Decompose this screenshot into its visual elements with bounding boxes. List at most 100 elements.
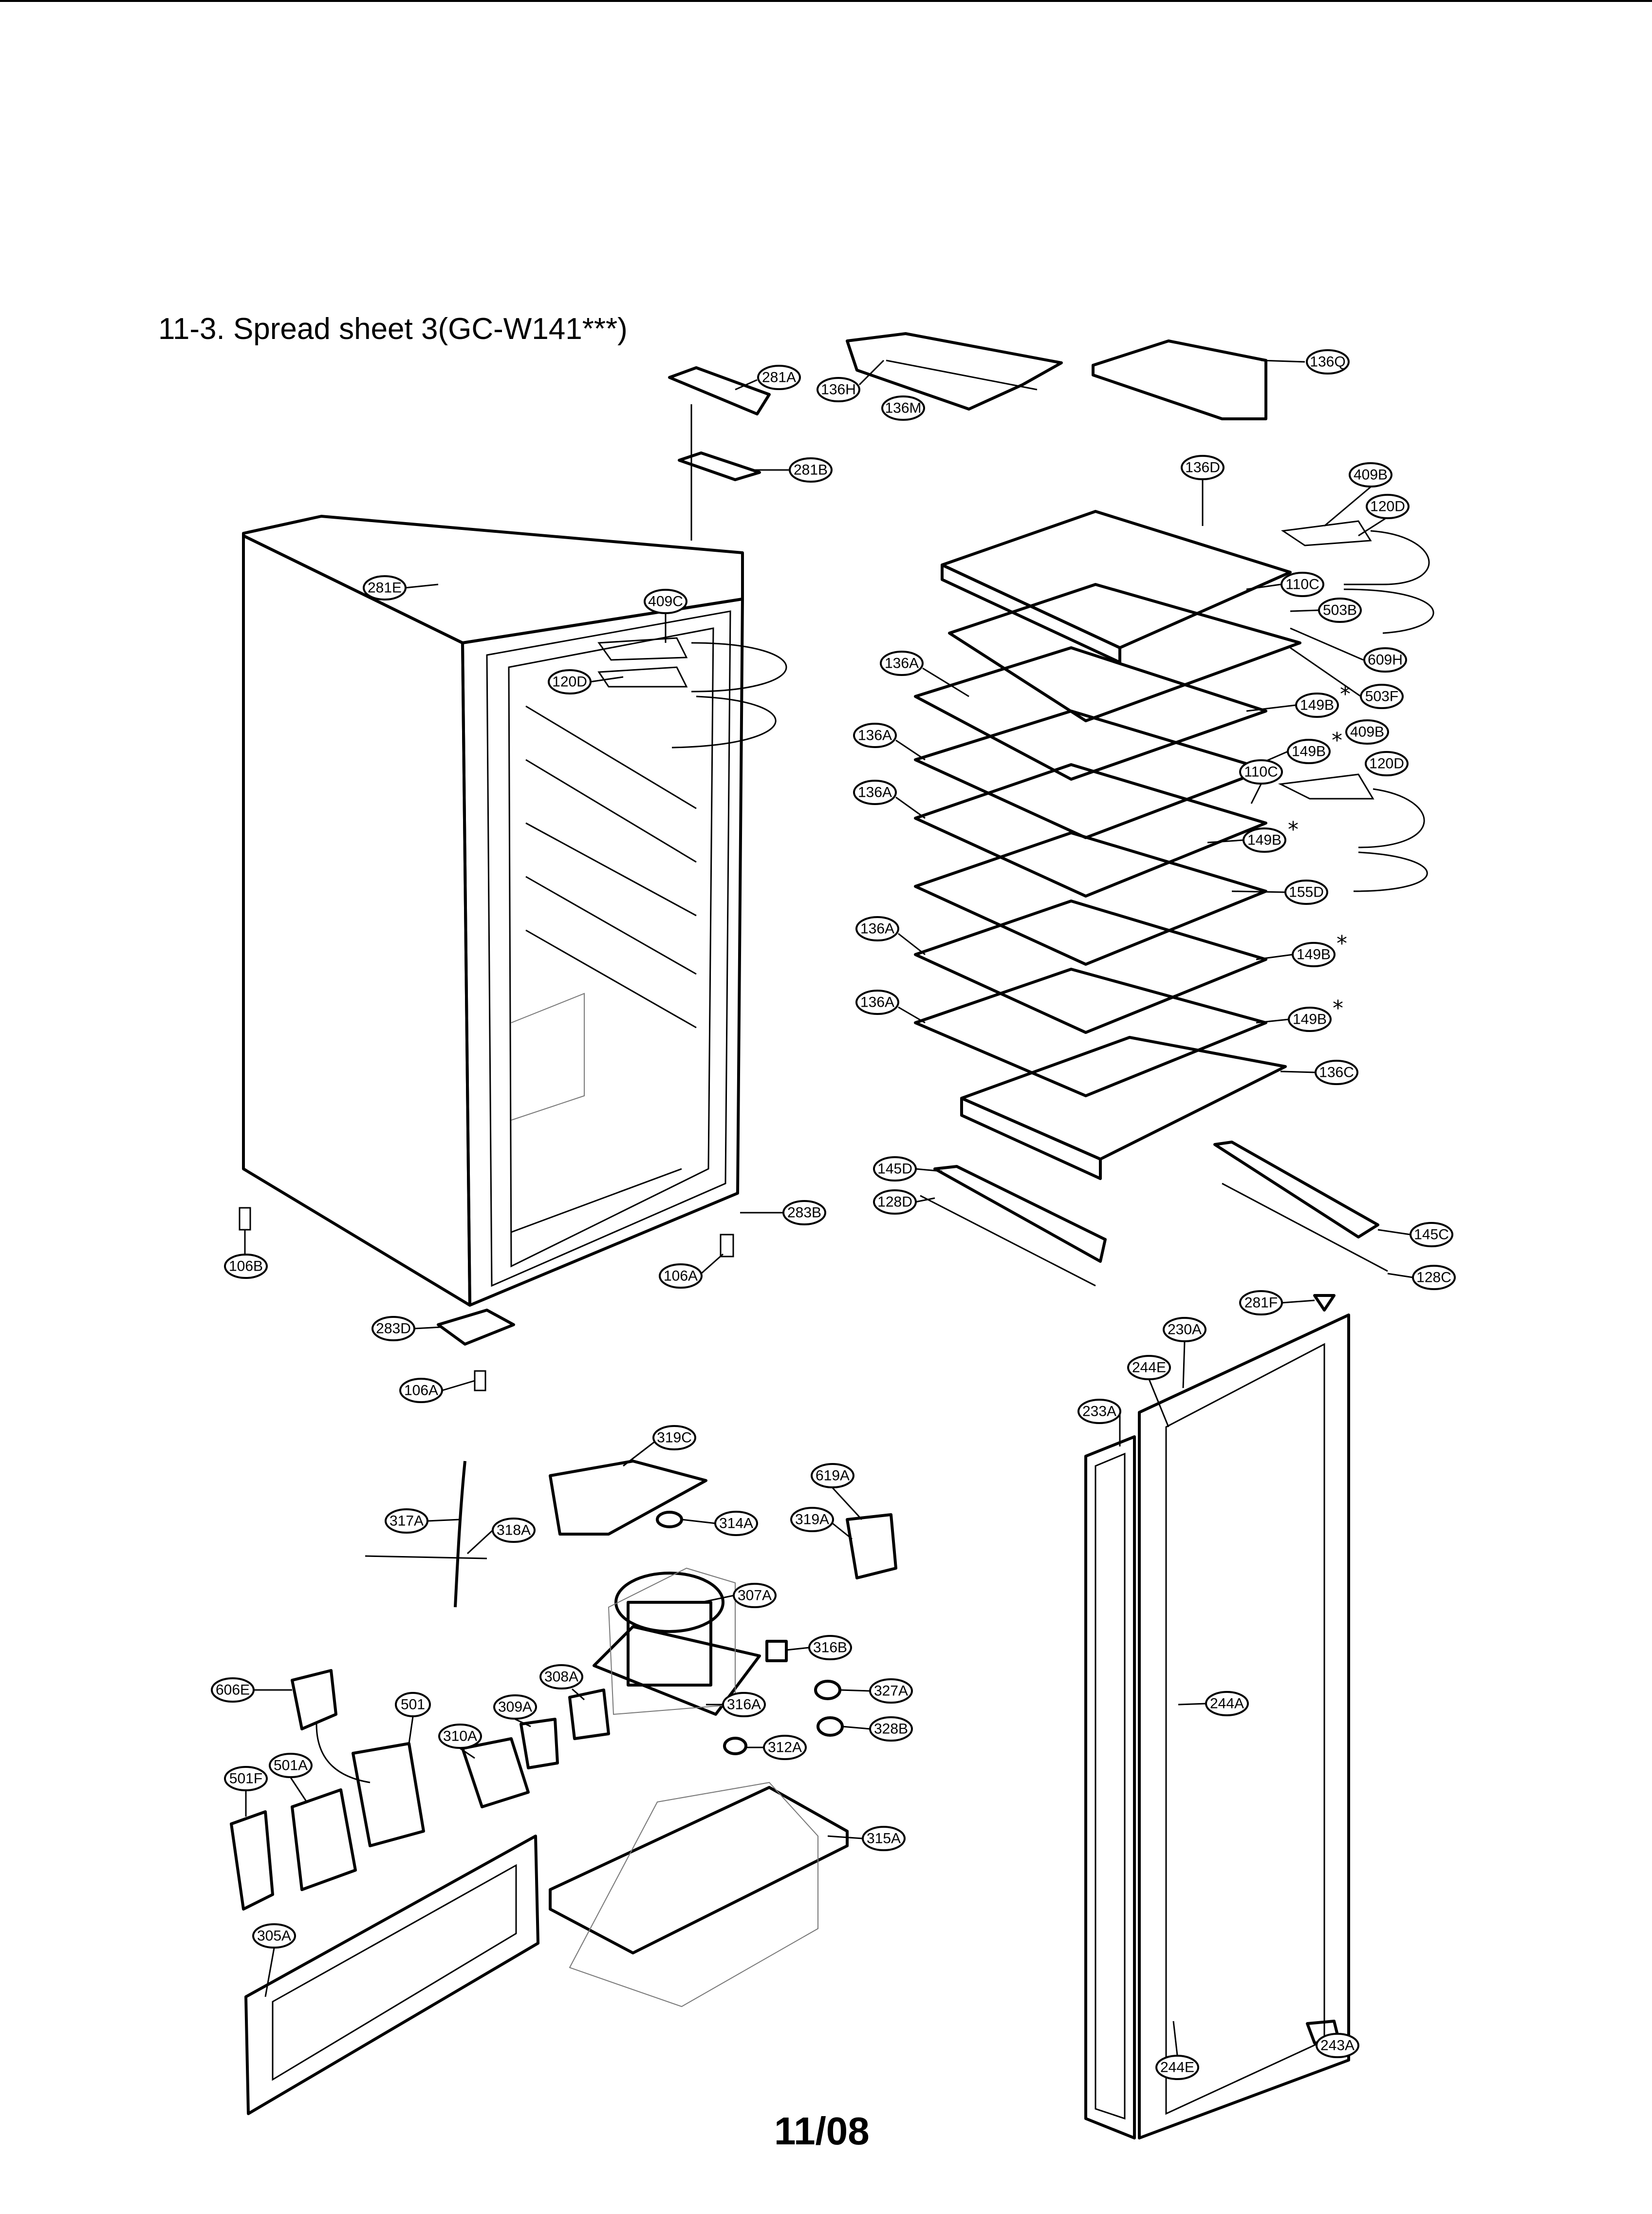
callout-text: 283D <box>376 1321 411 1337</box>
callout-bubble <box>539 1664 583 1689</box>
callout-bubble <box>1163 1317 1207 1342</box>
callout-text: 128D <box>877 1194 912 1210</box>
callout-text: 136A <box>858 728 892 744</box>
callout-308a: 308A <box>539 1664 583 1689</box>
callout-text: 136Q <box>1310 354 1345 370</box>
callout-bubble <box>1316 2033 1359 2058</box>
callout-text: 318A <box>497 1522 531 1539</box>
callout-bubble <box>438 1724 482 1749</box>
callout-bubble <box>1127 1355 1171 1380</box>
bushings <box>656 1511 844 1755</box>
callout-503f: 503F <box>1360 684 1404 709</box>
callout-bubble <box>873 1156 917 1182</box>
callout-text: 283B <box>787 1205 821 1221</box>
callout-281f: 281F <box>1239 1290 1283 1315</box>
wire-harness-upper <box>1281 520 1434 634</box>
callout-text: 136H <box>821 382 856 398</box>
callout-314a: 314A <box>714 1511 758 1536</box>
callout-bubble <box>1205 1691 1249 1716</box>
plug-606E <box>291 1669 371 1783</box>
callout-bubble <box>652 1425 696 1450</box>
callout-609h: 609H <box>1363 647 1407 673</box>
callout-281e: 281E <box>363 575 407 600</box>
callout-bubble <box>399 1378 443 1403</box>
callout-text: 233A <box>1082 1404 1116 1420</box>
callout-327a: 327A <box>869 1678 913 1704</box>
callout-bubble <box>659 1263 703 1289</box>
callout-110c: 110C <box>1281 572 1324 597</box>
callout-120d: 120D <box>548 669 592 694</box>
door <box>1084 1313 1350 2139</box>
callout-text: 316B <box>813 1640 847 1656</box>
callout-149b: 149B <box>1292 942 1336 967</box>
wire-harness-cabinet <box>597 637 787 749</box>
wire-harness-lower <box>1278 773 1428 892</box>
callout-text: 409C <box>648 594 683 610</box>
pcb-box-501F <box>230 1810 274 1911</box>
callout-bubble <box>722 1692 766 1717</box>
callout-text: 106A <box>664 1268 698 1284</box>
callout-text: 149B <box>1297 947 1331 963</box>
callout-316a: 316A <box>722 1692 766 1717</box>
asterisk-mark: * <box>1340 682 1351 707</box>
callout-328b: 328B <box>869 1716 913 1742</box>
callout-bubble <box>811 1463 854 1488</box>
callout-501a: 501A <box>269 1753 313 1778</box>
callout-bubble <box>1360 684 1404 709</box>
callout-text: 308A <box>544 1669 578 1685</box>
callout-bubble <box>252 1923 296 1949</box>
callout-bubble <box>395 1692 431 1717</box>
callout-bubble <box>1345 719 1389 745</box>
callout-bubble <box>269 1753 313 1778</box>
callout-text: 149B <box>1293 1012 1327 1028</box>
callout-bubble <box>1239 759 1283 785</box>
callout-bubble <box>763 1735 807 1760</box>
callout-106b: 106B <box>224 1254 268 1279</box>
callout-317a: 317A <box>385 1508 428 1534</box>
callout-text: 305A <box>257 1928 291 1944</box>
sensor-317A <box>365 1461 487 1608</box>
callout-244a: 244A <box>1205 1691 1249 1716</box>
callout-128d: 128D <box>873 1189 917 1215</box>
callout-text: 136A <box>858 785 892 801</box>
callout-136a: 136A <box>853 723 897 748</box>
callout-text: 244E <box>1132 1360 1166 1376</box>
callout-155d: 155D <box>1284 880 1328 905</box>
callout-307a: 307A <box>733 1583 777 1608</box>
callout-text: 149B <box>1300 697 1334 713</box>
callout-136m: 136M <box>881 395 925 421</box>
callout-text: 503B <box>1323 602 1357 619</box>
callout-text: 106A <box>404 1383 438 1399</box>
callout-text: 501A <box>274 1758 308 1774</box>
callout-bubble <box>1412 1265 1456 1290</box>
ptc-308A <box>568 1689 610 1740</box>
callout-text: 619A <box>816 1468 850 1484</box>
callout-503b: 503B <box>1318 598 1362 623</box>
callout-text: 281B <box>794 462 828 478</box>
shelf-stack <box>914 510 1301 1180</box>
overload-310A <box>461 1737 530 1808</box>
callout-bubble <box>789 457 833 483</box>
callout-text: 609H <box>1368 652 1403 668</box>
callout-145d: 145D <box>873 1156 917 1182</box>
callout-bubble <box>757 365 801 390</box>
callout-310a: 310A <box>438 1724 482 1749</box>
callout-text: 106B <box>229 1258 263 1275</box>
callout-bubble <box>881 395 925 421</box>
callout-text: 307A <box>738 1588 772 1604</box>
callout-text: 155D <box>1289 884 1324 901</box>
rails <box>920 1141 1388 1287</box>
callout-136q: 136Q <box>1306 349 1350 375</box>
callout-409b: 409B <box>1349 462 1392 488</box>
callout-bubble <box>733 1583 777 1608</box>
callout-text: 145C <box>1414 1227 1449 1243</box>
callout-233a: 233A <box>1077 1399 1121 1424</box>
callout-text: 145D <box>877 1161 912 1177</box>
door-stop-281F <box>1313 1294 1336 1312</box>
callout-bubble <box>224 1254 268 1279</box>
callout-bubble <box>1288 1007 1332 1032</box>
callout-bubble <box>855 916 899 941</box>
callout-text: 281F <box>1244 1295 1278 1311</box>
ptc-309A <box>520 1718 559 1769</box>
asterisk-mark: * <box>1288 817 1299 842</box>
